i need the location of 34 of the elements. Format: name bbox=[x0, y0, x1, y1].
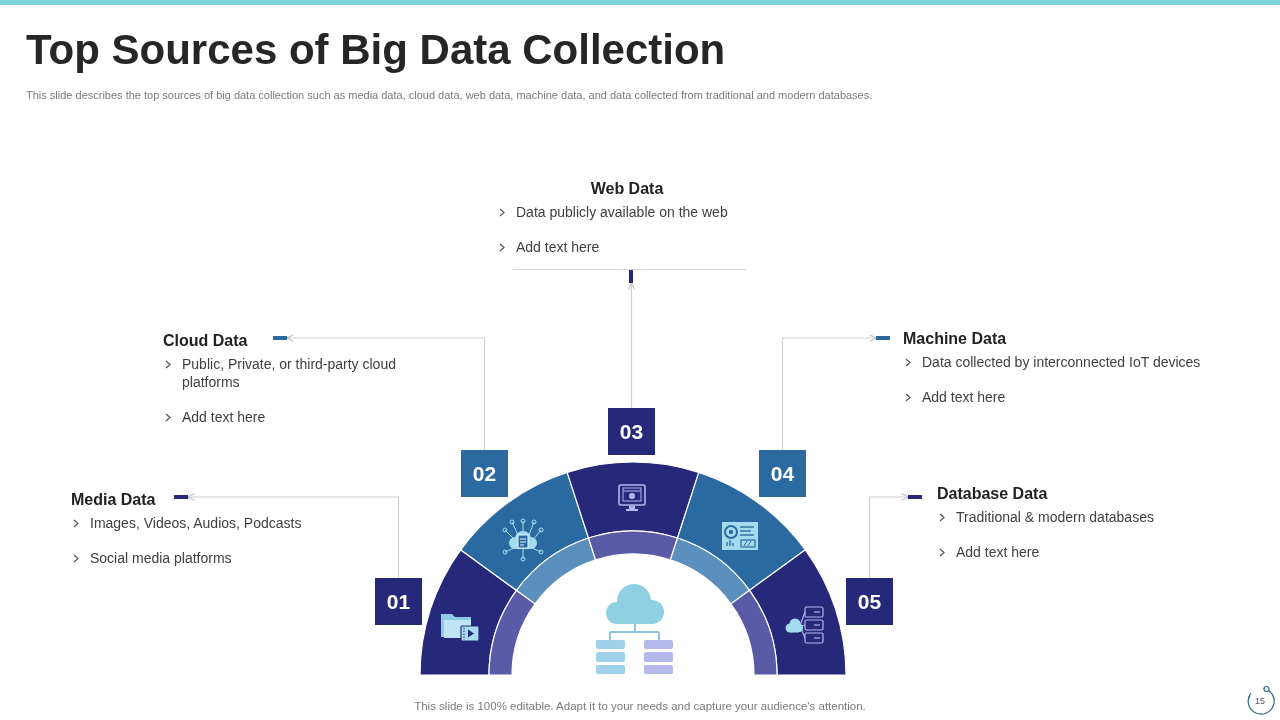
dash-marker bbox=[273, 336, 287, 340]
bullet-text: Images, Videos, Audios, Podcasts bbox=[90, 514, 302, 532]
subtitle-text: This slide describes the top sources of big data collection such as media data, cloud data, web data, machine data, and data collected from traditional and modern databases. bbox=[26, 88, 873, 102]
connector-arrow bbox=[627, 282, 636, 409]
bullet-text: Social media platforms bbox=[90, 549, 232, 567]
step-number-box: 05 bbox=[846, 578, 893, 625]
bullet-text: Add text here bbox=[956, 543, 1040, 561]
section-heading: Machine Data bbox=[903, 329, 1008, 349]
step-number-box: 04 bbox=[759, 450, 806, 497]
dash-marker bbox=[908, 495, 922, 499]
bullet-text: Add text here bbox=[516, 238, 600, 256]
connector-arrow bbox=[187, 493, 400, 579]
connector-arrow bbox=[286, 334, 486, 451]
section-heading: Database Data bbox=[937, 484, 1049, 504]
bullet-text: Traditional & modern databases bbox=[956, 508, 1154, 526]
connector-arrow bbox=[781, 334, 877, 451]
dash-marker bbox=[629, 270, 633, 283]
step-number-box: 01 bbox=[375, 578, 422, 625]
section-heading: Cloud Data bbox=[163, 331, 249, 351]
bullet-text: Data collected by interconnected IoT devices bbox=[922, 353, 1201, 371]
connector-arrow bbox=[868, 493, 909, 579]
step-number-box: 03 bbox=[608, 408, 655, 455]
section-heading: Web Data bbox=[589, 179, 665, 199]
bullet-text: Data publicly available on the web bbox=[516, 203, 728, 221]
footer-note: This slide is 100% editable. Adapt it to your needs and capture your audience's attention. bbox=[414, 699, 866, 714]
dash-marker bbox=[876, 336, 890, 340]
section-heading: Media Data bbox=[71, 490, 157, 510]
bullet-text: Add text here bbox=[182, 408, 266, 426]
bullet-text: Add text here bbox=[922, 388, 1006, 406]
slide-title: Top Sources of Big Data Collection bbox=[26, 25, 726, 75]
step-number-box: 02 bbox=[461, 450, 508, 497]
page-number: 15 bbox=[1255, 695, 1265, 707]
dash-marker bbox=[174, 495, 188, 499]
bullet-text: Public, Private, or third-party cloud platforms bbox=[182, 355, 397, 391]
